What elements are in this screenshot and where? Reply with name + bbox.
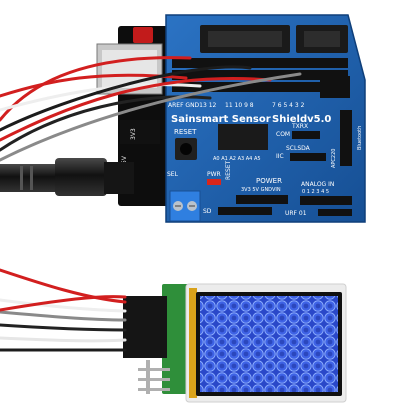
tft-lcd-module	[162, 283, 347, 403]
analog-side-label: A0 A1 A2 A3 A4 A5	[213, 156, 261, 162]
shield-wires	[0, 56, 302, 162]
digital-pin-rows	[172, 58, 350, 98]
lcd-screen	[200, 296, 338, 392]
sclsda-label: SCLSDA	[286, 145, 311, 152]
arduino-5v-label: 5V	[121, 155, 128, 164]
digital-label-mid: 11 10 9 8	[225, 102, 254, 109]
power-pins-label: 3V3 5V GNDVIN	[241, 187, 281, 193]
shield-reset-vertical: RESET	[225, 160, 232, 180]
analog-pins-label: 0 1 2 3 4 5	[302, 189, 329, 195]
digital-label-left: AREF GND13 12	[168, 102, 217, 109]
sd-label: SD	[203, 208, 212, 215]
iic-label: IIC	[276, 153, 284, 160]
sel-label: SEL	[167, 171, 179, 178]
brand-label: Sainsmart Sensor	[171, 114, 271, 125]
analog-side-header	[218, 124, 268, 150]
lcd-header	[123, 296, 170, 394]
analog-label: ANALOG IN	[301, 181, 334, 188]
sd-header	[218, 207, 272, 215]
arduino-3v3-label: 3V3	[130, 128, 137, 140]
digital-label-right: 7 6 5 4 3 2	[272, 102, 305, 109]
power-jack	[0, 158, 134, 196]
sensor-shield: AREF GND13 12 11 10 9 8 7 6 5 4 3 2 Sain…	[165, 14, 366, 223]
pwr-led	[207, 179, 221, 185]
pwr-label: PWR	[207, 171, 221, 178]
bluetooth-header	[340, 110, 352, 166]
com-label: COM	[276, 131, 290, 138]
power-label: POWER	[256, 177, 282, 185]
bluetooth-label: Bluetooth	[357, 126, 363, 150]
apc220-label: APC220	[331, 149, 337, 168]
reset-label: RESET	[174, 128, 197, 136]
lcd-wires	[0, 268, 127, 352]
urf-label: URF 01	[285, 210, 307, 217]
version-label: Shieldv5.0	[272, 114, 331, 125]
txrx-label: TXRX	[291, 123, 308, 130]
screw-terminal	[169, 190, 201, 222]
